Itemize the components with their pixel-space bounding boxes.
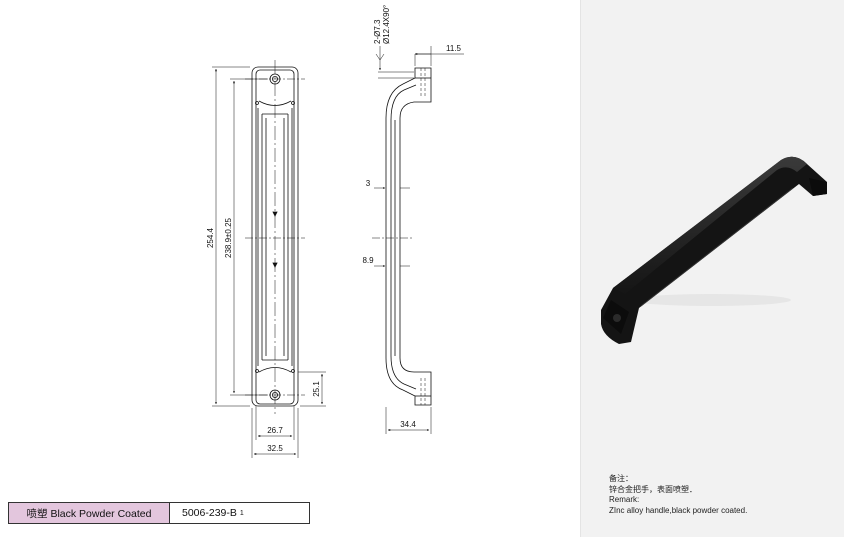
- remarks: 备注： 锌合金把手，表面喷塑． Remark: ZInc alloy handl…: [609, 474, 747, 516]
- dim-outer-width: 32.5: [267, 444, 283, 453]
- dim-inner-width: 26.7: [267, 426, 283, 435]
- product-photo-panel: 备注： 锌合金把手，表面喷塑． Remark: ZInc alloy handl…: [580, 0, 844, 537]
- dim-profile-depth: 34.4: [400, 420, 416, 429]
- front-view: [245, 60, 305, 414]
- remarks-line-en: ZInc alloy handle,black powder coated.: [609, 505, 748, 515]
- technical-drawing: 254.4 238.9±0.25 26.7 32.5 25.1 11.5 2: [206, 5, 464, 458]
- side-dimensions: [374, 46, 464, 434]
- dim-hole-spacing: 238.9±0.25: [224, 217, 233, 258]
- part-code-suffix: 1: [239, 509, 244, 517]
- dim-end-height: 25.1: [312, 381, 321, 397]
- dim-wall-thickness: 3: [366, 179, 371, 188]
- remarks-label-en: Remark:: [609, 495, 640, 504]
- remarks-title: 备注：: [609, 474, 633, 483]
- dim-hole-spec-2: Ø12.4X90°: [382, 5, 391, 44]
- dim-hole-spec-1: 2-Ø7.3: [373, 19, 382, 44]
- remarks-line-cn: 锌合金把手，表面喷塑．: [609, 484, 697, 494]
- part-code: 5006-239-B: [182, 507, 237, 519]
- handle-photo: [601, 156, 827, 344]
- dim-total-length: 254.4: [206, 227, 215, 248]
- dim-grip-thickness: 8.9: [362, 256, 374, 265]
- front-dimensions: [212, 66, 326, 458]
- side-view: [372, 67, 432, 406]
- dim-top-step: 11.5: [446, 44, 462, 53]
- finish-cell: 喷塑 Black Powder Coated: [9, 503, 170, 523]
